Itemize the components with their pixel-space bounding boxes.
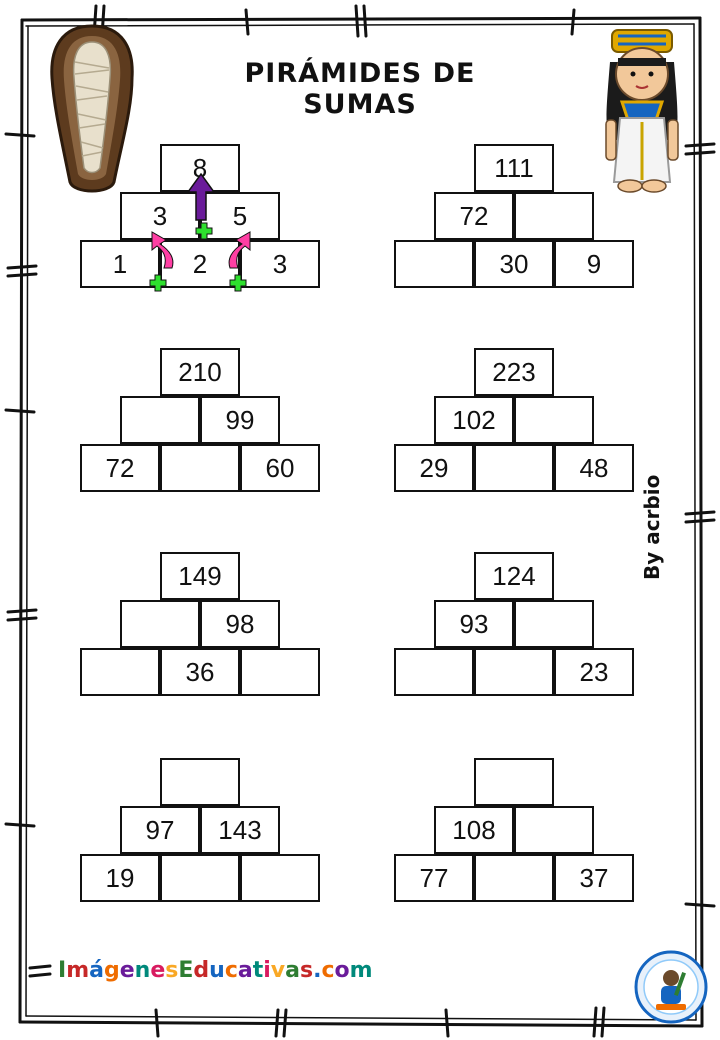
- pyramid-mid-cell: 97: [120, 806, 200, 854]
- brand-wordmark[interactable]: ImágenesEducativas.com: [58, 958, 373, 983]
- brand-letter: c: [224, 958, 238, 983]
- page-title: PIRÁMIDES DE SUMAS: [244, 58, 476, 120]
- pyramid-6: 124 93 23: [394, 552, 636, 704]
- brand-letter: a: [285, 958, 300, 983]
- pyramid-mid-cell: 102: [434, 396, 514, 444]
- pyramid-bottom-cell: [240, 854, 320, 902]
- pyramid-top-cell: [160, 758, 240, 806]
- author-credit: By acrbio: [640, 474, 664, 580]
- pyramid-bottom-cell: [394, 240, 474, 288]
- pyramid-3: 210 99 72 60: [80, 348, 322, 500]
- brand-letter: u: [209, 958, 225, 983]
- pyramid-mid-cell: 143: [200, 806, 280, 854]
- pyramid-bottom-cell: 77: [394, 854, 474, 902]
- pyramid-bottom-cell: 19: [80, 854, 160, 902]
- pyramid-5: 149 98 36: [80, 552, 322, 704]
- pyramid-mid-cell: 98: [200, 600, 280, 648]
- pyramid-bottom-cell: [160, 854, 240, 902]
- pyramid-1: 8 3 5 1 2 3: [80, 144, 322, 296]
- pyramid-mid-cell: 108: [434, 806, 514, 854]
- pyramid-top-cell: 111: [474, 144, 554, 192]
- pyramid-bottom-cell: 23: [554, 648, 634, 696]
- pyramid-mid-cell: [120, 396, 200, 444]
- brand-letter: s: [165, 958, 179, 983]
- mummy-sarcophagus-icon: [50, 24, 134, 193]
- brand-letter: g: [103, 958, 120, 983]
- pyramid-bottom-cell: 1: [80, 240, 160, 288]
- brand-letter: e: [150, 958, 166, 983]
- pyramid-top-cell: 210: [160, 348, 240, 396]
- pyramid-8: 108 77 37: [394, 758, 636, 910]
- pyramid-bottom-cell: [394, 648, 474, 696]
- pyramid-2: 111 72 30 9: [394, 144, 636, 296]
- pyramid-bottom-cell: 48: [554, 444, 634, 492]
- pyramid-mid-cell: 99: [200, 396, 280, 444]
- pyramid-bottom-cell: 30: [474, 240, 554, 288]
- pyramid-mid-cell: [514, 806, 594, 854]
- imagenes-educativas-logo-icon[interactable]: [634, 950, 708, 1024]
- pyramid-bottom-cell: 37: [554, 854, 634, 902]
- brand-letter: d: [193, 958, 210, 983]
- pyramid-bottom-cell: 36: [160, 648, 240, 696]
- pyramid-top-cell: 124: [474, 552, 554, 600]
- pyramid-bottom-cell: [474, 854, 554, 902]
- brand-letter: .: [313, 958, 322, 983]
- brand-letter: s: [300, 958, 314, 983]
- brand-letter: o: [334, 958, 350, 983]
- brand-letter: t: [252, 958, 264, 983]
- pyramid-7: 97 143 19: [80, 758, 322, 910]
- pyramid-mid-cell: 5: [200, 192, 280, 240]
- pyramid-mid-cell: 72: [434, 192, 514, 240]
- pyramid-top-cell: 8: [160, 144, 240, 192]
- pyramid-bottom-cell: 2: [160, 240, 240, 288]
- brand-letter: v: [270, 958, 286, 983]
- pyramid-mid-cell: [514, 396, 594, 444]
- brand-letter: e: [119, 958, 135, 983]
- pyramid-bottom-cell: 9: [554, 240, 634, 288]
- pyramid-4: 223 102 29 48: [394, 348, 636, 500]
- brand-letter: n: [134, 958, 151, 983]
- pyramid-top-cell: [474, 758, 554, 806]
- brand-letter: I: [58, 958, 67, 983]
- brand-letter: m: [66, 958, 90, 983]
- pyramid-mid-cell: [120, 600, 200, 648]
- pyramid-bottom-cell: [160, 444, 240, 492]
- pyramid-top-cell: 149: [160, 552, 240, 600]
- pyramid-bottom-cell: 60: [240, 444, 320, 492]
- pyramid-mid-cell: [514, 600, 594, 648]
- pyramid-bottom-cell: 29: [394, 444, 474, 492]
- pyramid-bottom-cell: [240, 648, 320, 696]
- pyramid-bottom-cell: [474, 444, 554, 492]
- pyramid-mid-cell: 3: [120, 192, 200, 240]
- brand-letter: i: [263, 958, 271, 983]
- pyramid-top-cell: 223: [474, 348, 554, 396]
- pyramid-bottom-cell: [474, 648, 554, 696]
- brand-letter: m: [349, 958, 373, 983]
- pyramid-mid-cell: 93: [434, 600, 514, 648]
- brand-letter: a: [237, 958, 253, 983]
- brand-letter: á: [89, 958, 104, 983]
- pyramid-bottom-cell: [80, 648, 160, 696]
- egyptian-queen-icon: [605, 29, 679, 193]
- brand-letter: E: [178, 958, 194, 983]
- pyramid-bottom-cell: 72: [80, 444, 160, 492]
- brand-letter: c: [321, 958, 335, 983]
- pyramid-bottom-cell: 3: [240, 240, 320, 288]
- pyramid-mid-cell: [514, 192, 594, 240]
